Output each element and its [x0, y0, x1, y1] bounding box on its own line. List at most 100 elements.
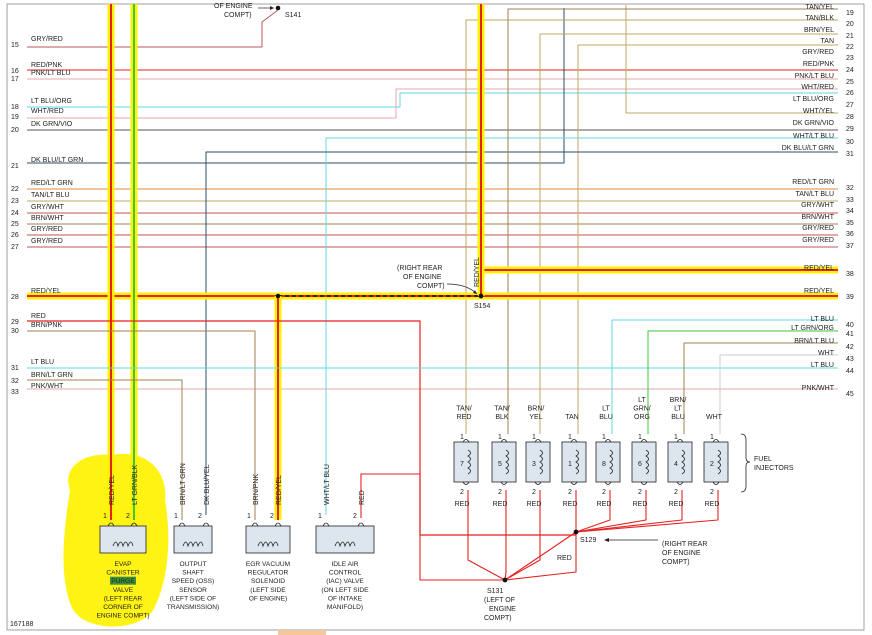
right-wire-num-38: 38 [846, 271, 854, 278]
splice-dot-egr [275, 293, 281, 299]
s129-note-1: (RIGHT REAR [662, 541, 707, 548]
splice-s141: OF ENGINE COMPT) S141 [214, 3, 301, 19]
egr-desc-1: REGULATOR [248, 570, 289, 577]
evap-desc-5: CORNER OF [103, 604, 143, 611]
oss-desc-5: TRANSMISSION) [167, 604, 219, 611]
left-wire-label-21: DK BLU/LT GRN [31, 157, 83, 164]
wire-inj-gnd-6 [575, 490, 683, 533]
injector-6-number: 6 [638, 461, 642, 468]
injector-5-ground-label: RED [493, 501, 508, 508]
wire-41-inj6 [647, 330, 838, 434]
wire-42-inj4 [683, 342, 838, 434]
right-wire-num-45: 45 [846, 391, 854, 398]
injector-coil-icon [717, 449, 721, 475]
iac-pin-2 [357, 522, 365, 527]
right-wire-num-27: 27 [846, 102, 854, 109]
iac-wire-label-a: WHT/LT BLU [324, 464, 331, 505]
wire-19-26 [27, 88, 838, 119]
left-wire-label-24: GRY/WHT [31, 204, 65, 211]
injector-4-number: 4 [674, 461, 678, 468]
oss-desc-2: SPEED (OSS) [172, 578, 215, 585]
right-wire-num-42: 42 [846, 344, 854, 351]
right-wire-label-19: TAN/YEL [805, 4, 834, 11]
wire-20-inj5 [465, 19, 838, 434]
injector-pin-1: 1 [638, 434, 642, 441]
right-wire-label-36: GRY/RED [802, 225, 834, 232]
egr-pin-num-2: 2 [270, 513, 274, 520]
evap-wire-label-a: RED/YEL [109, 475, 116, 505]
right-wire-num-32: 32 [846, 185, 854, 192]
right-wire-label-30: WHT/LT BLU [793, 133, 834, 140]
left-wire-label-29: RED [31, 313, 46, 320]
injector-6-wire-label-1: GRN/ [633, 406, 651, 413]
s154-note-1: (RIGHT REAR [397, 265, 442, 272]
s141-note-2: COMPT) [224, 12, 252, 19]
left-wire-num-17: 17 [11, 76, 19, 83]
right-wire-num-41: 41 [846, 331, 854, 338]
egr-desc-4: OF ENGINE) [249, 595, 287, 602]
injector-4-wire-label-0: BRN/ [670, 397, 687, 404]
injector-3-wire-label-0: BRN/ [528, 406, 545, 413]
s141-label: S141 [285, 12, 301, 19]
right-wire-label-31: DK BLU/LT GRN [782, 145, 834, 152]
injector-coil-icon [681, 449, 685, 475]
right-wire-label-42: BRN/LT BLU [794, 338, 834, 345]
injector-2-number: 2 [710, 461, 714, 468]
injector-1-number: 1 [568, 461, 572, 468]
right-wire-label-27: LT BLU/ORG [793, 96, 834, 103]
wire-iac-red [360, 473, 505, 581]
left-wire-num-27: 27 [11, 244, 19, 251]
injector-pin-1: 1 [568, 434, 572, 441]
left-wire-num-15: 15 [11, 42, 19, 49]
fuel-injectors-label-1: FUEL [754, 456, 772, 463]
injector-pin-1: 1 [460, 434, 464, 441]
injectors-layer: 712TAN/REDRED512TAN/BLKRED312BRN/YELRED1… [453, 397, 794, 508]
right-wire-label-44: LT BLU [811, 362, 834, 369]
left-wire-label-22: RED/LT GRN [31, 180, 73, 187]
evap-wire-label-b: LT GRN/BLK [132, 464, 139, 505]
right-wire-num-22: 22 [846, 44, 854, 51]
injector-pin-2: 2 [674, 489, 678, 496]
oss-desc-4: (LEFT SIDE OF [170, 595, 216, 602]
injector-8-box [595, 441, 621, 483]
right-wire-label-23: GRY/RED [802, 49, 834, 56]
egr-desc-0: EGR VACUUM [246, 561, 290, 568]
left-wire-label-25: BRN/WHT [31, 215, 64, 222]
iac-desc-5: MANIFOLD) [327, 604, 363, 611]
left-wire-label-27: GRY/RED [31, 238, 63, 245]
injector-5-wire-label-0: TAN/ [494, 406, 509, 413]
injector-pin-1: 1 [498, 434, 502, 441]
injector-coil-icon [505, 449, 509, 475]
right-wire-num-25: 25 [846, 79, 854, 86]
injector-5-number: 5 [498, 461, 502, 468]
oss-wire-label-a: BRN/LT GRN [180, 463, 187, 505]
injector-coil-icon [645, 449, 649, 475]
oss-pin-2 [202, 522, 210, 527]
bottom-strip-highlight [278, 630, 326, 635]
s129-note-2: OF ENGINE [662, 550, 701, 557]
s154-vert-label: RED/YEL [474, 257, 481, 287]
s131-note-3: COMPT) [484, 615, 512, 622]
right-wire-label-37: GRY/RED [802, 237, 834, 244]
egr-pin-num-1: 1 [247, 513, 251, 520]
wire-inj-gnd-4 [575, 490, 611, 533]
injector-pin-2: 2 [638, 489, 642, 496]
wire-29 [27, 320, 576, 536]
injector-6-box [631, 441, 657, 483]
egr-desc-3: (LEFT SIDE [250, 587, 286, 594]
oss-desc-0: OUTPUT [179, 561, 206, 568]
fuel-injectors-label-2: INJECTORS [754, 465, 794, 472]
s129-red-label: RED [557, 555, 572, 562]
right-wire-label-39: RED/YEL [804, 288, 834, 295]
iac-pin-1 [322, 522, 330, 527]
s131-note-2: ENGINE [489, 606, 516, 613]
figure-id: 167188 [10, 621, 33, 628]
iac-desc-2: (IAC) VALVE [326, 578, 364, 585]
right-wire-num-30: 30 [846, 139, 854, 146]
